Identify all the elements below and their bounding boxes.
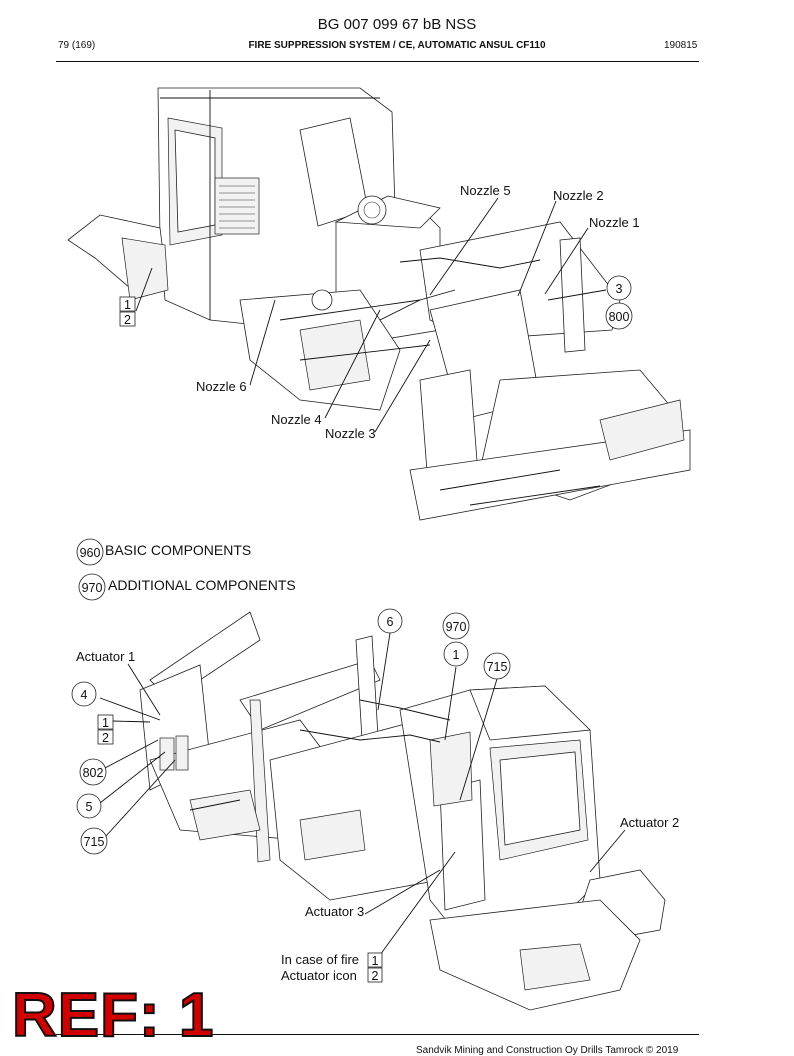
document-date: 190815 — [664, 40, 698, 51]
svg-text:800: 800 — [609, 310, 630, 324]
actuator-1-label: Actuator 1 — [76, 649, 135, 664]
header-rule — [56, 61, 699, 62]
legend-basic-label: BASIC COMPONENTS — [105, 542, 251, 558]
top-machine-illustration — [67, 87, 691, 521]
callout-715-left: 715 — [80, 827, 108, 855]
svg-text:1: 1 — [124, 298, 131, 312]
copyright-text: Sandvik Mining and Construction Oy Drill… — [416, 1045, 679, 1056]
callout-3: 3 — [606, 275, 632, 301]
nozzle-1-label: Nozzle 1 — [589, 215, 640, 230]
nozzle-4-label: Nozzle 4 — [271, 412, 322, 427]
svg-text:1: 1 — [372, 954, 379, 968]
svg-text:960: 960 — [80, 546, 101, 560]
svg-text:970: 970 — [446, 620, 467, 634]
svg-text:802: 802 — [83, 766, 104, 780]
actuator-2-label: Actuator 2 — [620, 815, 679, 830]
callout-800: 800 — [605, 302, 633, 330]
svg-text:5: 5 — [86, 800, 93, 814]
key-in-case-of-fire: In case of fire — [281, 952, 359, 967]
ref-stamp: REF: 1 — [11, 981, 215, 1050]
callout-5: 5 — [76, 793, 102, 819]
legend-additional-label: ADDITIONAL COMPONENTS — [108, 577, 296, 593]
actuator-3-label: Actuator 3 — [305, 904, 364, 919]
footer-rule — [56, 1034, 699, 1035]
bottom-leader-lines — [99, 632, 626, 956]
nozzle-3-label: Nozzle 3 — [325, 426, 376, 441]
callout-802: 802 — [79, 758, 107, 786]
svg-text:6: 6 — [387, 615, 394, 629]
svg-text:970: 970 — [82, 581, 103, 595]
callout-715-top: 715 — [483, 652, 511, 680]
svg-text:2: 2 — [102, 731, 109, 745]
page-number: 79 (169) — [58, 40, 96, 51]
document-number: BG 007 099 67 bB NSS — [317, 16, 477, 33]
callout-4: 4 — [71, 681, 97, 707]
bottom-machine-illustration — [139, 611, 666, 1011]
top-box-1: 1 — [119, 296, 136, 312]
section-title: FIRE SUPPRESSION SYSTEM / CE, AUTOMATIC … — [248, 40, 546, 51]
nozzle-6-label: Nozzle 6 — [196, 379, 247, 394]
svg-text:2: 2 — [372, 969, 379, 983]
nozzle-5-label: Nozzle 5 — [460, 183, 511, 198]
svg-text:3: 3 — [616, 282, 623, 296]
key-box-2: 2 — [367, 967, 383, 983]
legend-basic-code: 960 — [76, 538, 104, 566]
legend-additional-code: 970 — [78, 573, 106, 601]
top-leader-lines — [135, 197, 607, 433]
key-box-1: 1 — [367, 952, 383, 968]
bottom-box-1: 1 — [97, 714, 114, 730]
callout-1-bottom: 1 — [443, 641, 469, 667]
callout-970-bottom: 970 — [442, 612, 470, 640]
svg-text:715: 715 — [84, 835, 105, 849]
callout-6: 6 — [377, 608, 403, 634]
svg-text:715: 715 — [487, 660, 508, 674]
key-actuator-icon: Actuator icon — [281, 968, 357, 983]
bottom-box-2: 2 — [97, 729, 114, 745]
svg-text:2: 2 — [124, 313, 131, 327]
svg-text:1: 1 — [453, 648, 460, 662]
svg-text:1: 1 — [102, 716, 109, 730]
top-box-2: 2 — [119, 311, 136, 327]
svg-text:4: 4 — [81, 688, 88, 702]
nozzle-2-label: Nozzle 2 — [553, 188, 604, 203]
